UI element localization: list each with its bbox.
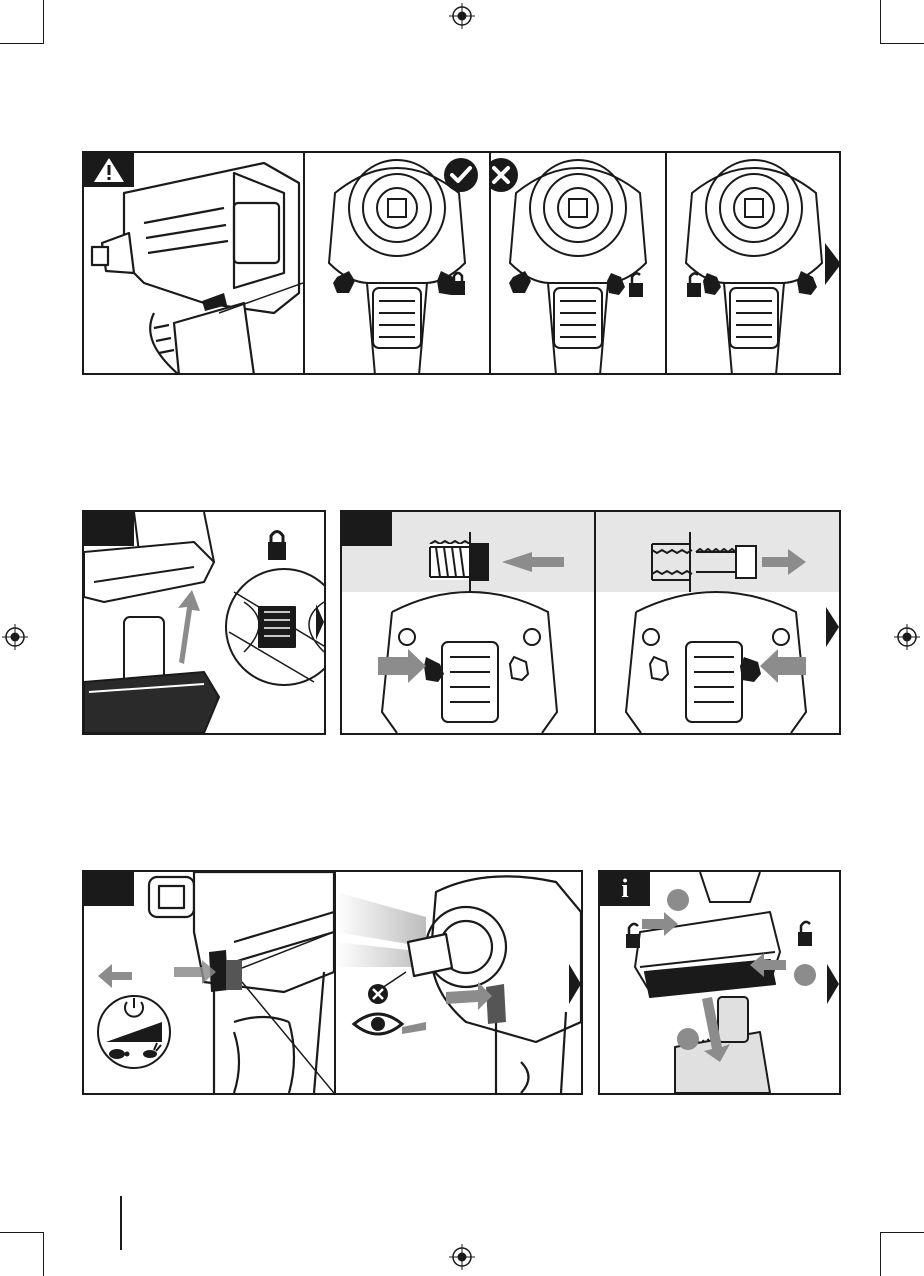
info-badge: i: [600, 872, 650, 906]
lock-closed-icon: [451, 273, 465, 295]
next-arrow-icon: [826, 607, 839, 647]
front-view-unlocked-wrong-2: [667, 153, 841, 373]
registration-mark-icon: [2, 624, 28, 650]
tool-side-view: [84, 153, 303, 373]
registration-mark-icon: [894, 624, 920, 650]
panel-tab: [84, 512, 134, 546]
panel-1: [82, 151, 841, 375]
panel-tab: [342, 512, 392, 546]
release-arrow-icon: [98, 964, 132, 988]
led-light-view: [336, 872, 581, 1093]
front-view-locked-ok: [305, 153, 489, 373]
trigger-speed-view: [84, 872, 334, 1093]
crop-mark: [880, 1232, 881, 1276]
direction-switch-right: [596, 512, 839, 733]
info-icon: i: [621, 874, 628, 903]
registration-mark-icon: [449, 3, 475, 29]
front-view-unlocked-wrong: [491, 153, 665, 373]
step-marker-3: [677, 1028, 699, 1050]
arrow-left-icon: [502, 552, 564, 572]
warning-badge: [84, 153, 134, 187]
crop-mark: [880, 0, 881, 44]
lock-open-icon: [687, 273, 701, 297]
insert-arrow-icon: [178, 590, 200, 664]
registration-mark-icon: [449, 1244, 475, 1270]
crop-mark: [0, 1232, 44, 1233]
crop-mark: [43, 1232, 44, 1276]
panel-3: [340, 510, 841, 735]
panel-5: i: [598, 870, 841, 1095]
lock-closed-icon: [268, 532, 286, 561]
warning-icon: [84, 153, 134, 187]
check-icon: [443, 157, 479, 193]
direction-switch-left: [342, 512, 594, 733]
cross-icon: [491, 157, 519, 193]
panel-tab: [84, 872, 134, 906]
eye-icon: [354, 1014, 402, 1034]
panel-2: [82, 510, 326, 735]
lock-open-icon: [798, 922, 812, 946]
page-edge-line: [120, 1196, 122, 1250]
push-arrow-icon: [760, 649, 806, 683]
step-marker-2: [794, 964, 816, 986]
panel-4: [82, 870, 583, 1095]
arrow-right-icon: [762, 549, 806, 575]
lock-open-icon: [626, 924, 640, 948]
crop-mark: [43, 0, 44, 44]
next-arrow-icon: [825, 243, 841, 285]
step-marker-1: [667, 889, 689, 911]
crop-mark: [0, 43, 44, 44]
crop-mark: [880, 43, 924, 44]
next-arrow-icon: [827, 964, 839, 1004]
lock-open-icon: [629, 273, 643, 297]
crop-mark: [880, 1232, 924, 1233]
